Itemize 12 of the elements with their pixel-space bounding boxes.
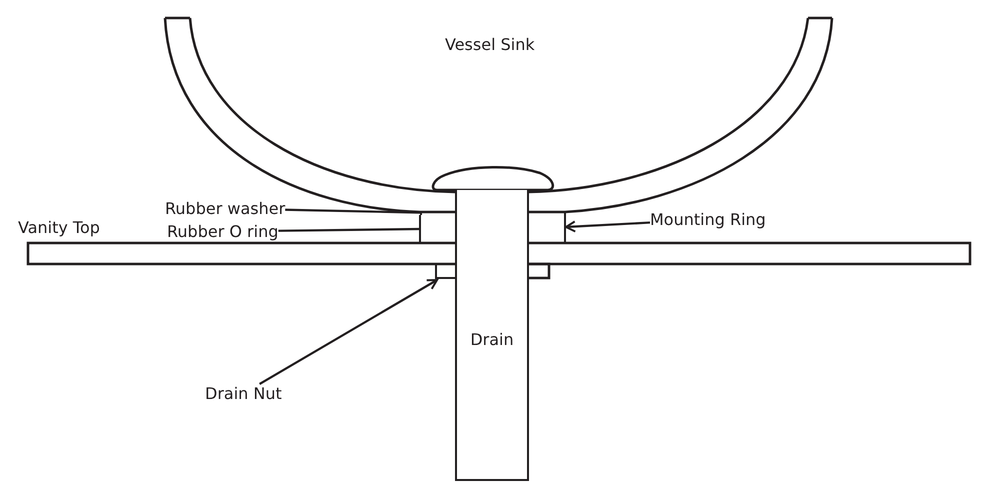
part-label: Rubber O ring	[167, 222, 278, 241]
washer-bar	[419, 215, 424, 243]
arrow	[565, 220, 650, 233]
part-label: Drain Nut	[205, 384, 282, 403]
part-label: Vanity Top	[18, 220, 100, 236]
part-label: Mounting Ring	[650, 210, 766, 229]
part-label: Rubber washer	[165, 199, 286, 218]
leader-line	[285, 208, 420, 214]
leader-line	[278, 228, 420, 232]
sink-label: Vessel Sink	[445, 37, 535, 53]
arrow	[259, 279, 438, 385]
drain-nut	[435, 264, 456, 279]
